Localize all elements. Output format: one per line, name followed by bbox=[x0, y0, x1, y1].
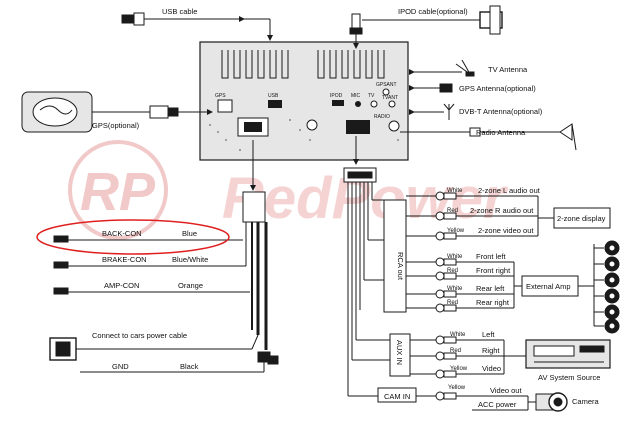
main-harness-port bbox=[346, 120, 370, 134]
usb-cable-label: USB cable bbox=[162, 7, 197, 16]
color-yellow-4: Yellow bbox=[450, 366, 468, 372]
color-white-1: White bbox=[447, 188, 463, 194]
color-yellow-5: Yellow bbox=[448, 385, 466, 391]
unit-label-radio: RADIO bbox=[374, 114, 390, 120]
dvbt-antenna-label: DVB-T Antenna(optional) bbox=[459, 107, 543, 116]
front-right-label: Front right bbox=[476, 266, 511, 275]
head-unit: GPS USB IPOD MIC TV GPSANT TVANT RADIO bbox=[199, 41, 409, 161]
power-harness bbox=[242, 140, 268, 350]
front-left-label: Front left bbox=[476, 252, 507, 261]
gps-port bbox=[217, 99, 233, 113]
gps-optional-label: GPS(optional) bbox=[92, 121, 140, 130]
radio-antenna-label: Radio Antenna bbox=[476, 128, 526, 137]
rca-out-box bbox=[364, 199, 407, 313]
aux-left-label: Left bbox=[482, 330, 495, 339]
speakers bbox=[594, 240, 620, 334]
power-cable-label: Connect to cars power cable bbox=[92, 331, 187, 340]
color-red-1: Red bbox=[447, 208, 458, 214]
rca-jack-front-left bbox=[406, 257, 457, 267]
speaker-6 bbox=[594, 318, 620, 334]
unit-label-usb: USB bbox=[268, 93, 279, 99]
back-con-color: Blue bbox=[182, 229, 197, 238]
watermark-logo-ring bbox=[68, 140, 168, 240]
color-red-4: Red bbox=[450, 348, 461, 354]
zone-l-audio-label: 2-zone L audio out bbox=[478, 186, 541, 195]
speaker-3 bbox=[594, 272, 620, 288]
aux-in-label: AUX IN bbox=[395, 340, 404, 365]
camera-label: Camera bbox=[572, 397, 600, 406]
aux-video-label: Video bbox=[482, 364, 501, 373]
ipod-cable bbox=[349, 5, 503, 49]
amp-group bbox=[456, 244, 595, 326]
external-amp-label: External Amp bbox=[526, 282, 571, 291]
tvant-port bbox=[388, 100, 396, 108]
amp-con-color: Orange bbox=[178, 281, 203, 290]
aux-in-box bbox=[352, 333, 526, 379]
video-out-label: Video out bbox=[490, 386, 522, 395]
color-red-2: Red bbox=[447, 268, 458, 274]
unit-label-tvant: TVANT bbox=[382, 95, 398, 101]
tv-antenna bbox=[409, 59, 475, 77]
zone-r-audio-label: 2-zone R audio out bbox=[470, 206, 534, 215]
color-yellow-1: Yellow bbox=[447, 228, 465, 234]
gnd-label: GND bbox=[112, 362, 129, 371]
rca-jack-rear-right bbox=[406, 303, 457, 313]
brake-con-label: BRAKE-CON bbox=[102, 255, 147, 264]
tv-antenna-label: TV Antenna bbox=[488, 65, 528, 74]
cam-in-label: CAM IN bbox=[384, 392, 410, 401]
amp-con-wire bbox=[53, 287, 250, 295]
speaker-4 bbox=[594, 288, 620, 304]
gps-module bbox=[21, 91, 213, 133]
speaker-2 bbox=[594, 256, 620, 272]
rca-out-label: RCA out bbox=[396, 252, 405, 281]
back-con-label: BACK-CON bbox=[102, 229, 142, 238]
unit-label-gpsant: GPSANT bbox=[376, 82, 397, 88]
zone-display-label: 2-zone display bbox=[557, 214, 606, 223]
brake-con-color: Blue/White bbox=[172, 255, 208, 264]
gnd-color: Black bbox=[180, 362, 199, 371]
radio-antenna bbox=[400, 123, 577, 151]
gpsant-port bbox=[382, 88, 390, 96]
speaker-5 bbox=[594, 304, 620, 320]
av-source-device bbox=[525, 339, 611, 369]
ipod-port bbox=[332, 100, 344, 106]
unit-label-tv: TV bbox=[368, 93, 375, 99]
gps-antenna bbox=[409, 83, 453, 93]
acc-power-label: ACC power bbox=[478, 400, 517, 409]
rear-left-label: Rear left bbox=[476, 284, 505, 293]
av-system-source-label: AV System Source bbox=[538, 373, 600, 382]
zone-video-label: 2-zone video out bbox=[478, 226, 534, 235]
camera-device bbox=[528, 392, 568, 412]
aux-right-label: Right bbox=[482, 346, 500, 355]
cam-in-box bbox=[348, 387, 529, 411]
usb-cable bbox=[121, 12, 273, 41]
speaker-1 bbox=[594, 240, 620, 256]
usb-port bbox=[268, 100, 282, 108]
back-con-wire bbox=[53, 235, 243, 243]
watermark-logo: RP bbox=[80, 162, 156, 222]
rear-right-label: Rear right bbox=[476, 298, 510, 307]
dvbt-antenna bbox=[409, 103, 455, 120]
unit-label-mic: MIC bbox=[351, 93, 361, 99]
color-white-4: White bbox=[450, 332, 466, 338]
car-power-cable bbox=[49, 334, 279, 373]
back-con-highlight bbox=[36, 219, 230, 255]
tv-port bbox=[370, 100, 378, 108]
gps-antenna-label: GPS Antenna(optional) bbox=[459, 84, 536, 93]
color-white-3: White bbox=[447, 286, 463, 292]
zone-group bbox=[456, 195, 611, 237]
main-harness bbox=[343, 136, 377, 396]
color-white-2: White bbox=[447, 254, 463, 260]
ipod-cable-label: IPOD cable(optional) bbox=[398, 7, 468, 16]
unit-label-gps: GPS bbox=[215, 93, 226, 99]
radio-port bbox=[388, 120, 400, 132]
amp-con-label: AMP-CON bbox=[104, 281, 139, 290]
brake-con-wire bbox=[53, 222, 247, 269]
color-red-3: Red bbox=[447, 300, 458, 306]
mic-port bbox=[355, 101, 361, 107]
unit-label-ipod: IPOD bbox=[330, 93, 343, 99]
